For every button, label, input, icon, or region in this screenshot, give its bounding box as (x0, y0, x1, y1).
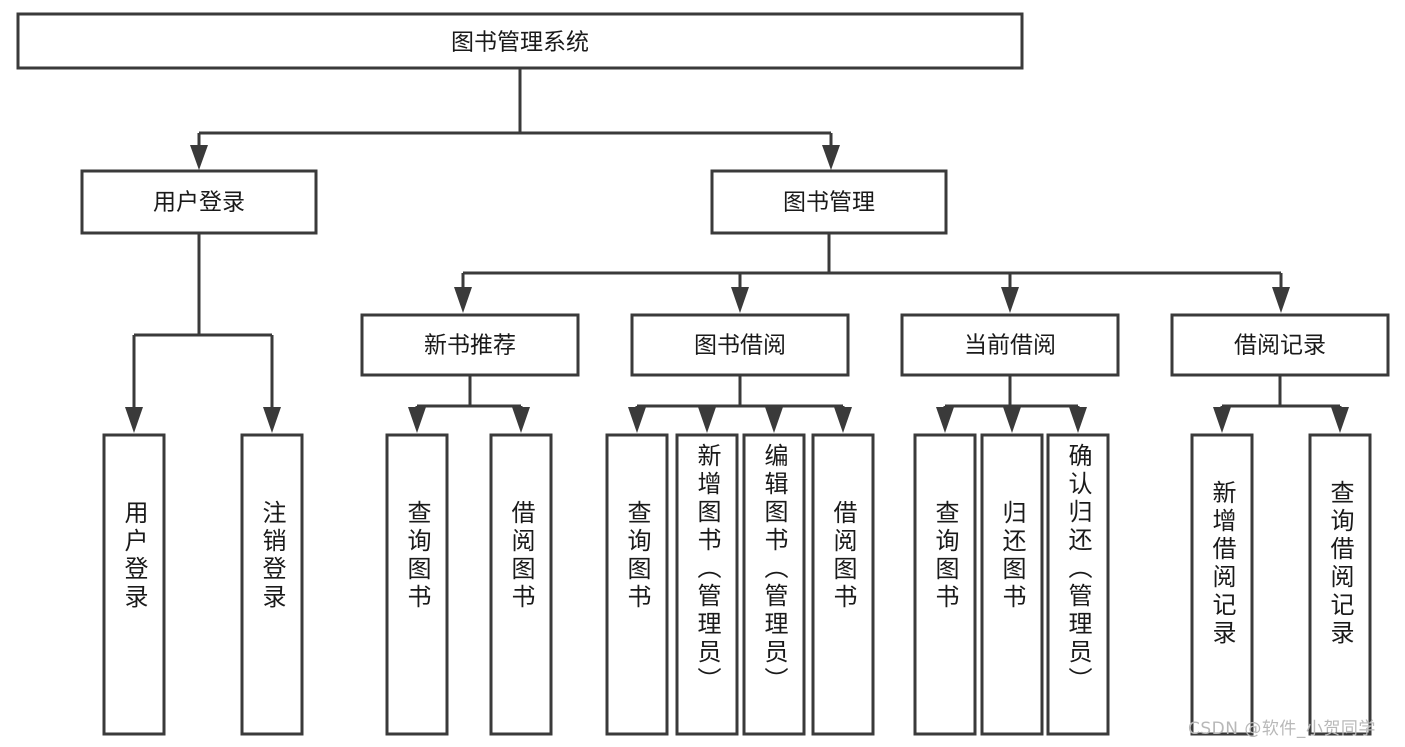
node-book-borrow[interactable]: 图书借阅 (630, 313, 850, 377)
arrowhead-borrow-edit (765, 407, 783, 433)
node-current-borrow-label: 当前借阅 (964, 333, 1056, 359)
arrowhead-recommend-borrow (512, 407, 530, 433)
arrowhead-to-new-book (454, 287, 472, 313)
node-current-borrow-box[interactable] (900, 313, 1120, 377)
node-book-manage-box[interactable] (710, 169, 948, 235)
leaf-box-borrow-lend[interactable] (811, 433, 875, 736)
node-book-manage[interactable]: 图书管理 (710, 169, 948, 235)
arrowhead-leaf-user-login (125, 407, 143, 433)
node-new-book-recommend-box[interactable] (360, 313, 580, 377)
arrowhead-borrow-add (698, 407, 716, 433)
leaf-box-recommend-query[interactable] (385, 433, 449, 736)
arrowhead-borrow-lend (834, 407, 852, 433)
node-new-book-recommend[interactable]: 新书推荐 (360, 313, 580, 377)
arrowhead-to-book-borrow (731, 287, 749, 313)
node-root-box[interactable] (16, 12, 1024, 70)
node-user-login[interactable]: 用户登录 (80, 169, 318, 235)
leaf-box-logout[interactable] (240, 433, 304, 736)
node-borrow-record-label: 借阅记录 (1234, 333, 1326, 359)
arrowhead-to-user-login (190, 145, 208, 170)
arrowhead-to-borrow-record (1272, 287, 1290, 313)
leaf-box-current-query[interactable] (913, 433, 977, 736)
leaf-box-record-query[interactable] (1308, 433, 1372, 736)
node-root[interactable]: 图书管理系统 (16, 12, 1024, 70)
arrowhead-recommend-query (408, 407, 426, 433)
arrowhead-record-query (1331, 407, 1349, 433)
node-current-borrow[interactable]: 当前借阅 (900, 313, 1120, 377)
leaf-box-recommend-borrow[interactable] (489, 433, 553, 736)
csdn-watermark: CSDN @软件_小贺同学 (1188, 719, 1376, 739)
leaf-box-user-login[interactable] (102, 433, 166, 736)
node-book-manage-label: 图书管理 (783, 190, 875, 216)
leaf-box-borrow-edit[interactable] (742, 433, 806, 736)
arrowhead-current-query (936, 407, 954, 433)
leaf-box-current-return[interactable] (980, 433, 1044, 736)
arrowhead-to-book-manage (822, 145, 840, 170)
arrowhead-borrow-query (628, 407, 646, 433)
node-book-borrow-box[interactable] (630, 313, 850, 377)
node-root-label: 图书管理系统 (451, 30, 589, 56)
leaf-box-borrow-query[interactable] (605, 433, 669, 736)
arrowhead-current-confirm (1069, 407, 1087, 433)
arrowhead-current-return (1003, 407, 1021, 433)
leaf-box-record-add[interactable] (1190, 433, 1254, 736)
node-book-borrow-label: 图书借阅 (694, 333, 786, 359)
leaf-box-current-confirm[interactable] (1046, 433, 1110, 736)
node-user-login-label: 用户登录 (153, 190, 245, 216)
arrowhead-to-current-borrow (1001, 287, 1019, 313)
arrowhead-leaf-logout (263, 407, 281, 433)
node-new-book-recommend-label: 新书推荐 (424, 333, 516, 359)
leaf-box-borrow-add[interactable] (675, 433, 739, 736)
node-borrow-record[interactable]: 借阅记录 (1170, 313, 1390, 377)
node-borrow-record-box[interactable] (1170, 313, 1390, 377)
arrowhead-record-add (1213, 407, 1231, 433)
